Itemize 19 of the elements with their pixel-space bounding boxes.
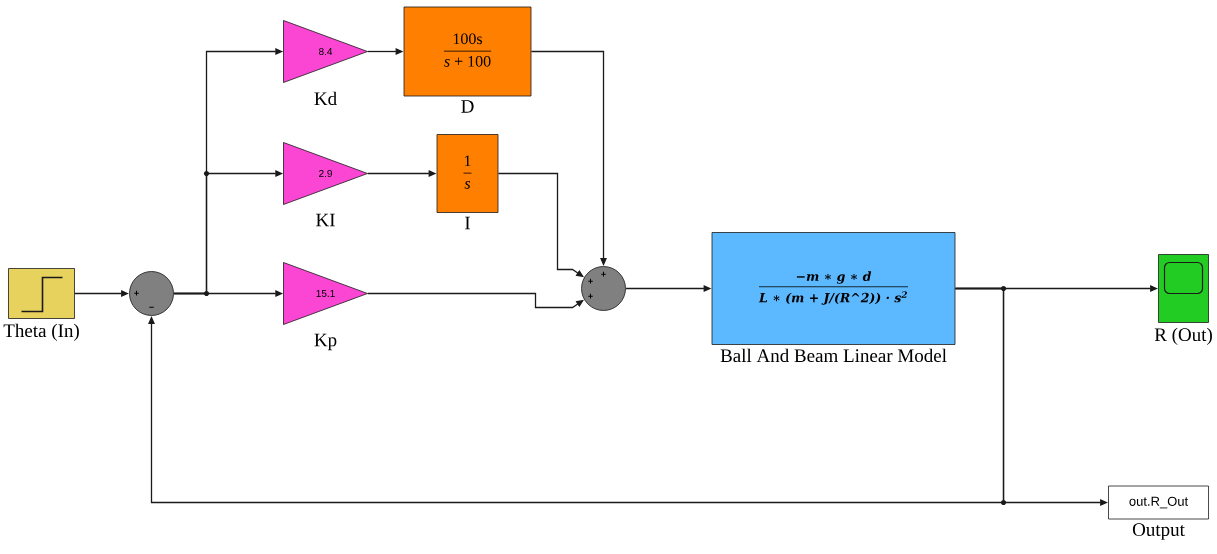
block-caption: R (Out) — [1154, 327, 1212, 345]
output-block: out.R_Out — [1108, 485, 1209, 520]
gain-triangle: 8.4 — [283, 20, 368, 83]
block-caption: Ball And Beam Linear Model — [720, 348, 947, 363]
gain-triangle: 15.1 — [283, 262, 368, 325]
transfer-function-box: 1 s — [436, 134, 499, 213]
block-caption: Output — [1132, 523, 1185, 540]
block-caption: I — [465, 216, 470, 230]
block-caption: Theta (In) — [3, 323, 79, 341]
signal-arrow — [148, 287, 1005, 504]
signal-arrow — [530, 50, 607, 266]
block-caption: D — [461, 100, 474, 113]
block-caption: Kd — [314, 91, 337, 106]
block-caption: Kp — [314, 333, 337, 351]
gain-triangle: 2.9 — [283, 142, 368, 205]
model-block: −m ∗ g ∗ d L ∗ (m + J/(R^2)) · s$^{2}$ — [711, 232, 956, 345]
transfer-function-box: 100s s + 100 — [403, 6, 532, 97]
block-caption: KI — [316, 213, 335, 227]
signal-arrow — [74, 290, 129, 297]
